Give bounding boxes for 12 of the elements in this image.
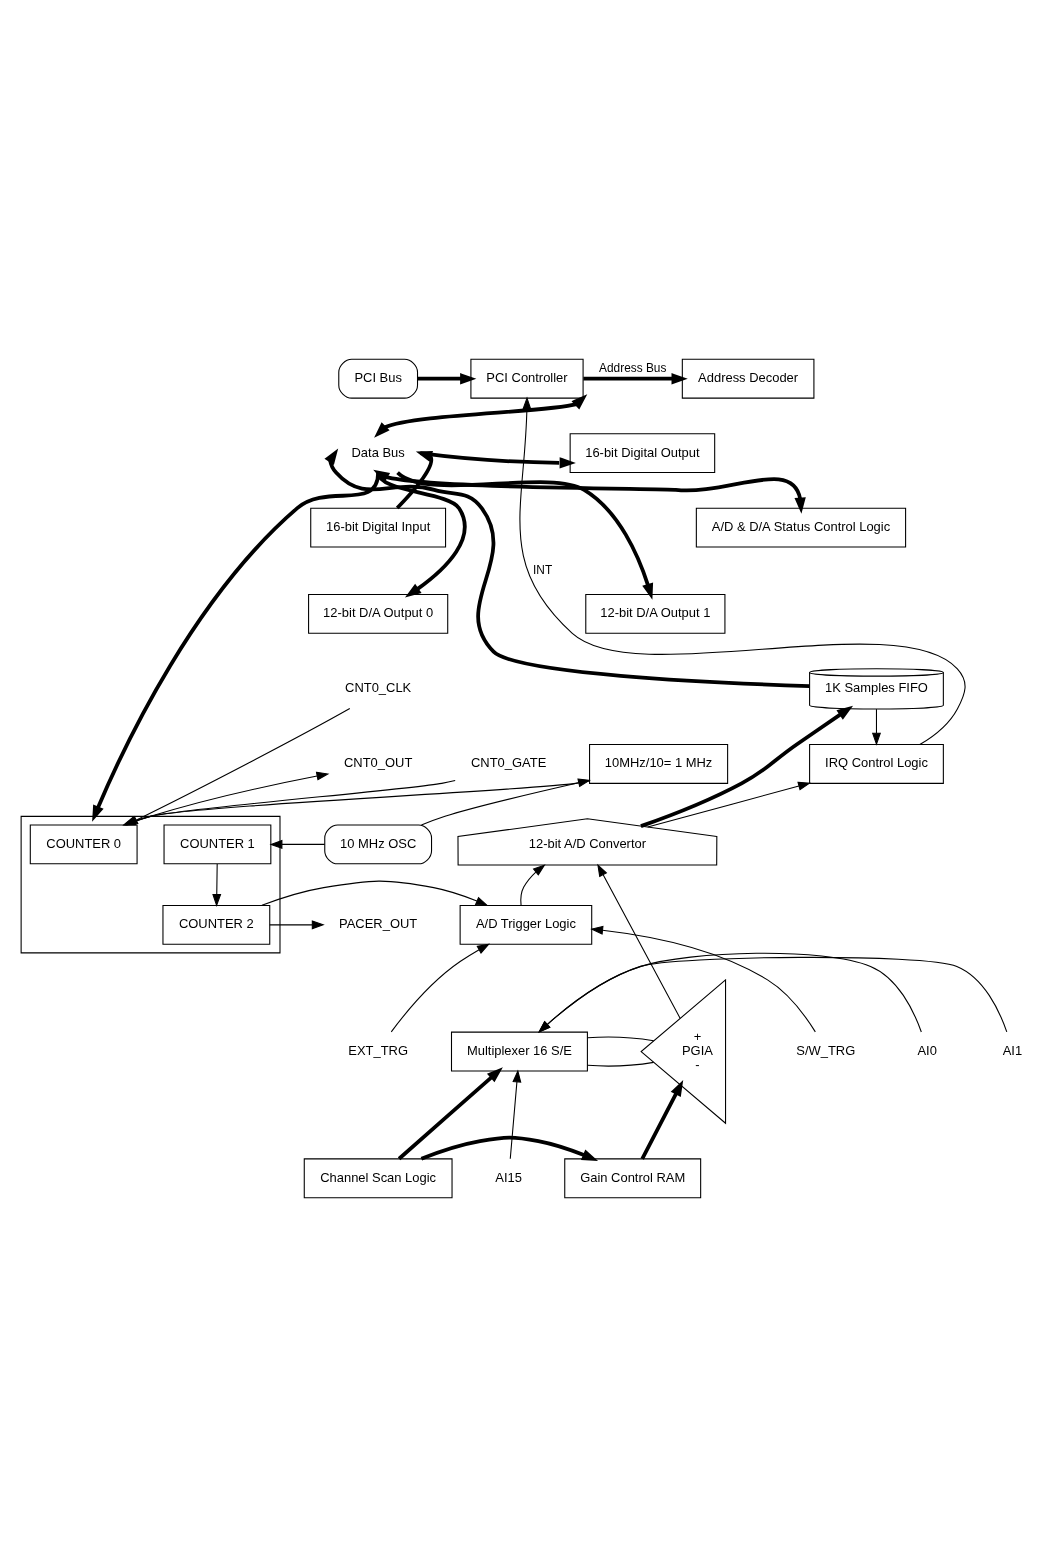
node-text: CNT0_GATE xyxy=(471,755,547,771)
node-text: Data Bus xyxy=(351,444,405,460)
node-text: AI15 xyxy=(495,1169,522,1185)
node-text: CNT0_OUT xyxy=(344,755,413,771)
node-text: CNT0_CLK xyxy=(345,680,412,696)
node-text: S/W_TRG xyxy=(796,1042,856,1058)
node-text: PACER_OUT xyxy=(339,916,418,932)
node-text: AI1 xyxy=(1002,1042,1023,1058)
edge-label: Address Bus xyxy=(599,361,667,376)
node-text: EXT_TRG xyxy=(348,1042,408,1058)
node-text: AI0 xyxy=(917,1042,937,1058)
edge-label: INT xyxy=(533,562,553,577)
